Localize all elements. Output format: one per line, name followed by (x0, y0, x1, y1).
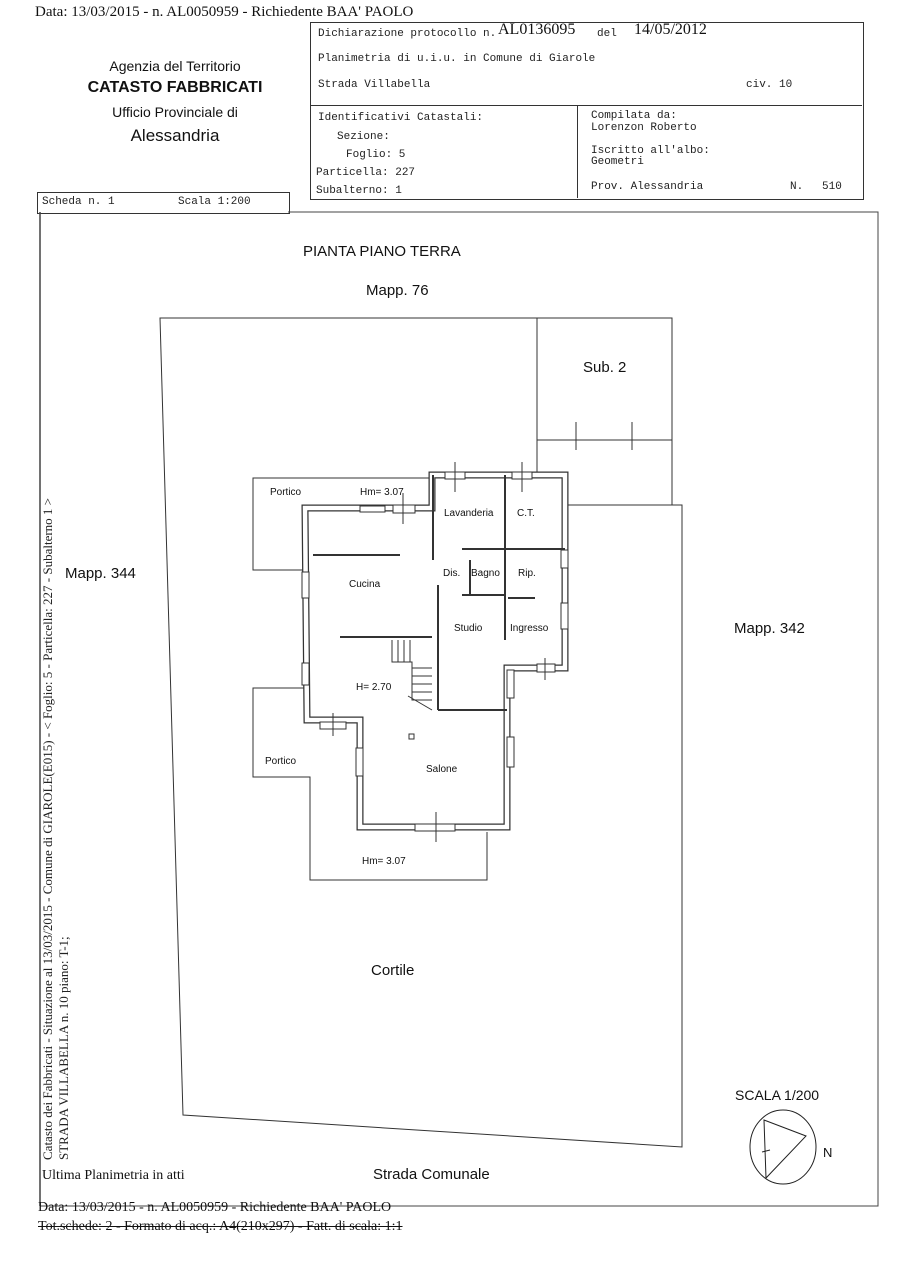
ultima-planimetria: Ultima Planimetria in atti (42, 1168, 185, 1183)
albo-value: Geometri (591, 156, 644, 168)
interior-walls (313, 475, 565, 711)
room-studio: Studio (454, 623, 483, 634)
del-label: del (597, 28, 617, 40)
room-rip: Rip. (518, 568, 536, 579)
protocol-date: 14/05/2012 (634, 21, 707, 38)
portico-bottom-outline (252, 687, 488, 881)
portico-top-outline (252, 477, 432, 571)
identificativi-label: Identificativi Catastali: (318, 112, 484, 124)
staircase (391, 640, 433, 711)
civic-number: civ. 10 (746, 79, 793, 91)
sezione: Sezione: (337, 131, 390, 143)
prov: Prov. Alessandria (591, 181, 704, 193)
protocol-number: AL0136095 (498, 21, 576, 38)
windows (301, 462, 569, 842)
strada-comunale-label: Strada Comunale (373, 1166, 490, 1183)
planimetria-line: Planimetria di u.i.u. in Comune di Giaro… (318, 53, 596, 65)
n-label: N. (790, 181, 804, 193)
height-top: Hm= 3.07 (360, 487, 404, 498)
mapp-342-label: Mapp. 342 (734, 620, 805, 637)
scale-label: SCALA 1/200 (735, 1087, 820, 1103)
room-salone: Salone (426, 764, 458, 775)
foglio: Foglio: 5 (346, 149, 406, 161)
height-interior: H= 2.70 (356, 682, 392, 693)
room-portico-top: Portico (270, 487, 302, 498)
header-box (310, 22, 864, 200)
room-bagno: Bagno (471, 568, 500, 579)
n-value: 510 (822, 181, 842, 193)
mapp-344-label: Mapp. 344 (65, 565, 136, 582)
scheda-scale: Scala 1:200 (178, 196, 251, 208)
street: Strada Villabella (318, 79, 431, 91)
catasto-title: CATASTO FABBRICATI (87, 79, 263, 96)
header-vdivider (577, 105, 578, 198)
height-bottom: Hm= 3.07 (362, 856, 406, 867)
ufficio-label: Ufficio Provinciale di (112, 104, 238, 120)
scheda-number: Scheda n. 1 (42, 196, 115, 208)
albo-label: Iscritto all'albo: (591, 145, 710, 157)
request-line: Data: 13/03/2015 - n. AL0050959 - Richie… (35, 4, 414, 20)
room-ingresso: Ingresso (510, 623, 549, 634)
particella: Particella: 227 (316, 167, 416, 179)
side-text-catasto: Catasto dei Fabbricati - Situazione al 1… (40, 497, 55, 1160)
ufficio-city: Alessandria (130, 126, 220, 145)
mapp-76-label: Mapp. 76 (366, 282, 429, 299)
room-ct: C.T. (517, 508, 535, 519)
subalterno: Subalterno: 1 (316, 185, 402, 197)
sub-2-label: Sub. 2 (583, 359, 627, 376)
room-cucina: Cucina (349, 579, 381, 590)
agency-name: Agenzia del Territorio (109, 58, 241, 74)
header-divider (310, 105, 862, 106)
compilata-label: Compilata da: (591, 110, 677, 122)
protocol-label: Dichiarazione protocollo n. (318, 28, 497, 40)
side-text-address: STRADA VILLABELLA n. 10 piano: T-1; (56, 936, 71, 1160)
page-frame (40, 211, 879, 1207)
north-arrow-icon (749, 1109, 817, 1185)
scheda-box (37, 192, 290, 214)
room-portico-bottom: Portico (265, 756, 297, 767)
footer-tot-line: Tot.schede: 2 - Formato di acq.: A4(210x… (38, 1219, 403, 1234)
lot-boundary (159, 317, 683, 1148)
footer-data-line: Data: 13/03/2015 - n. AL0050959 - Richie… (38, 1200, 392, 1215)
room-dis: Dis. (443, 568, 461, 579)
compilata-name: Lorenzon Roberto (591, 122, 697, 134)
cortile-label: Cortile (371, 962, 415, 979)
plan-title: PIANTA PIANO TERRA (303, 243, 461, 260)
north-label: N (823, 1145, 833, 1160)
room-lavanderia: Lavanderia (444, 508, 494, 519)
